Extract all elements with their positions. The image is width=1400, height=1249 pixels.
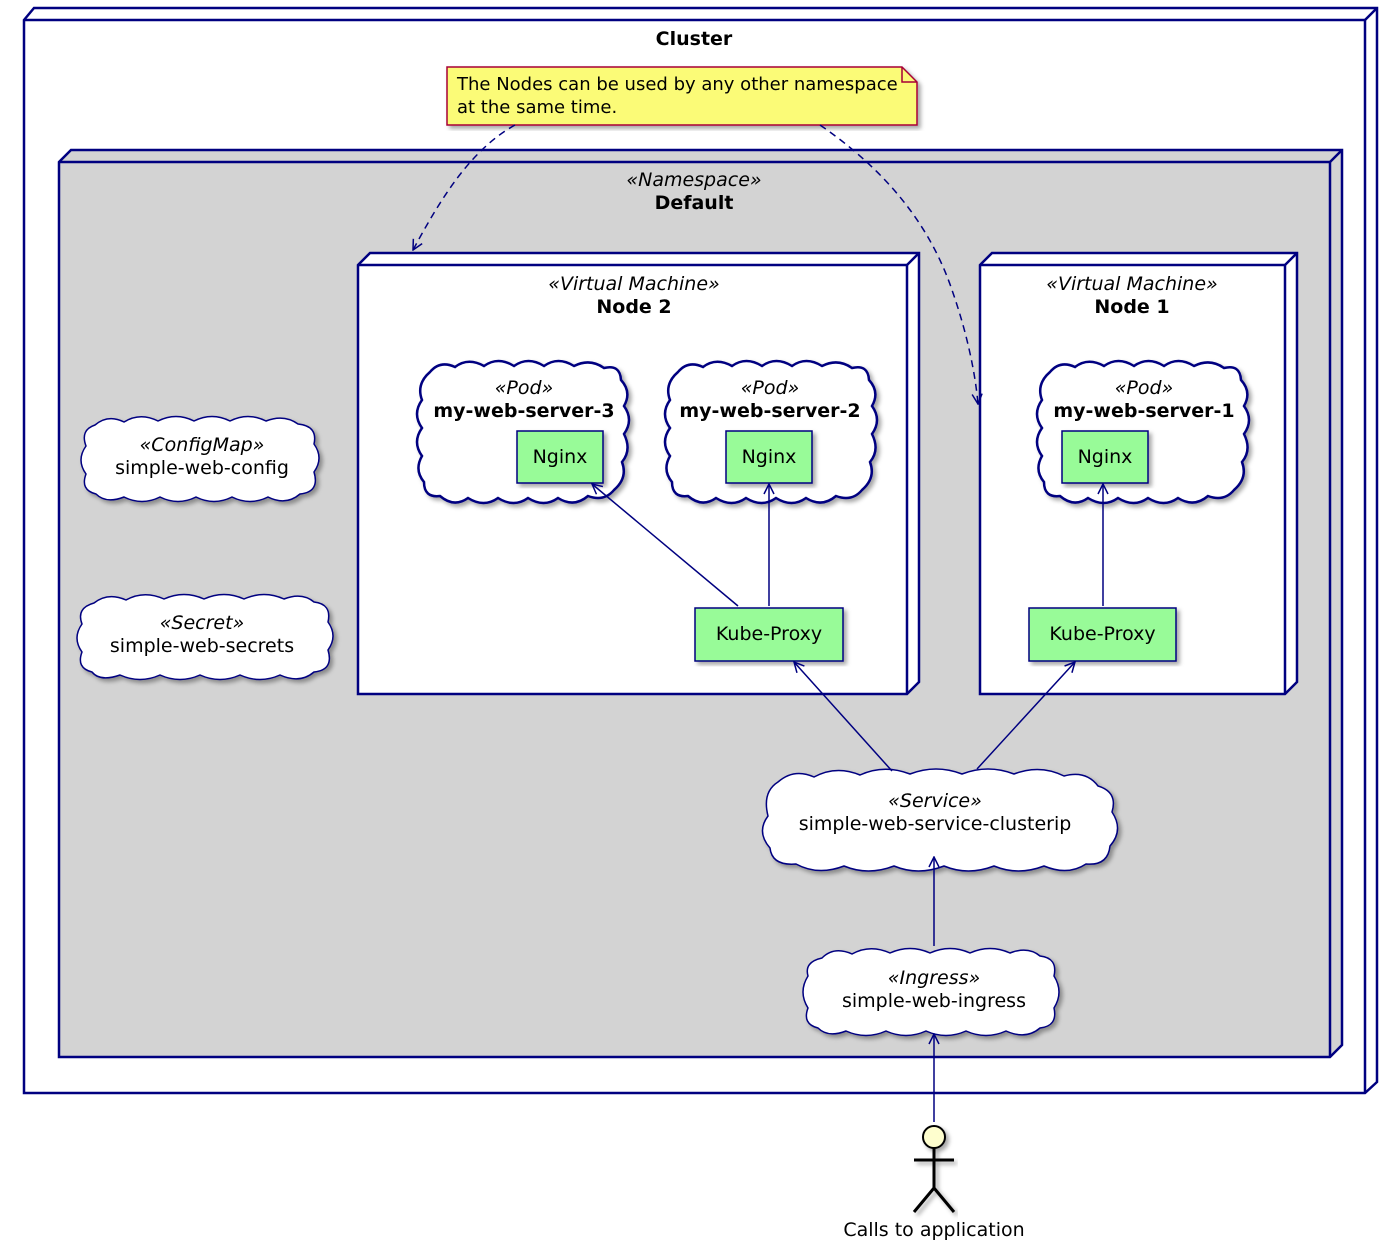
actor-figure xyxy=(912,1125,956,1213)
node2-stereotype: «Virtual Machine» xyxy=(548,273,720,295)
actor-label: Calls to application xyxy=(843,1219,1025,1241)
arrow-service-to-proxy1 xyxy=(976,662,1075,770)
kube-proxy-box-node1 xyxy=(1028,607,1177,662)
kube-proxy-box-node2 xyxy=(694,607,844,662)
pod2-stereotype: «Pod» xyxy=(740,377,800,399)
configmap-cloud xyxy=(80,415,320,503)
pod1-stereotype: «Pod» xyxy=(1114,377,1174,399)
node2-title: Node 2 xyxy=(596,296,672,318)
ingress-cloud xyxy=(802,947,1060,1037)
secret-name: simple-web-secrets xyxy=(109,635,295,657)
service-cloud xyxy=(761,768,1119,872)
pod1-name: my-web-server-1 xyxy=(1053,400,1235,422)
pod2-name: my-web-server-2 xyxy=(679,400,861,422)
nginx-label-pod3: Nginx xyxy=(532,446,588,468)
note-text: The Nodes can be used by any other names… xyxy=(457,73,898,119)
secret-cloud xyxy=(76,593,334,681)
note-link-node1 xyxy=(819,124,978,404)
nginx-box-pod1 xyxy=(1061,430,1149,484)
nginx-label-pod2: Nginx xyxy=(741,446,797,468)
secret-stereotype: «Secret» xyxy=(159,612,245,634)
pod3-stereotype: «Pod» xyxy=(494,377,554,399)
note-link-node2 xyxy=(413,124,516,250)
nginx-box-pod2 xyxy=(725,430,813,484)
configmap-stereotype: «ConfigMap» xyxy=(139,434,265,456)
namespace-stereotype: «Namespace» xyxy=(626,169,762,191)
service-name: simple-web-service-clusterip xyxy=(798,813,1072,835)
configmap-name: simple-web-config xyxy=(115,457,289,479)
ingress-stereotype: «Ingress» xyxy=(887,967,981,989)
kube-proxy-label-node2: Kube-Proxy xyxy=(715,623,823,645)
note-box xyxy=(446,66,918,126)
kube-proxy-label-node1: Kube-Proxy xyxy=(1049,623,1156,645)
node1-title: Node 1 xyxy=(1094,296,1170,318)
namespace-title: Default xyxy=(654,192,734,214)
arrow-proxy2-to-nginx3 xyxy=(592,484,739,607)
cluster-title: Cluster xyxy=(655,28,733,50)
nginx-label-pod1: Nginx xyxy=(1077,446,1133,468)
nginx-box-pod3 xyxy=(516,430,604,484)
note-line-1: The Nodes can be used by any other names… xyxy=(457,74,898,95)
service-stereotype: «Service» xyxy=(888,790,982,812)
node1-stereotype: «Virtual Machine» xyxy=(1046,273,1218,295)
note-line-2: at the same time. xyxy=(457,97,618,118)
pod3-name: my-web-server-3 xyxy=(433,400,615,422)
arrow-service-to-proxy2 xyxy=(794,662,893,772)
ingress-name: simple-web-ingress xyxy=(842,990,1026,1012)
